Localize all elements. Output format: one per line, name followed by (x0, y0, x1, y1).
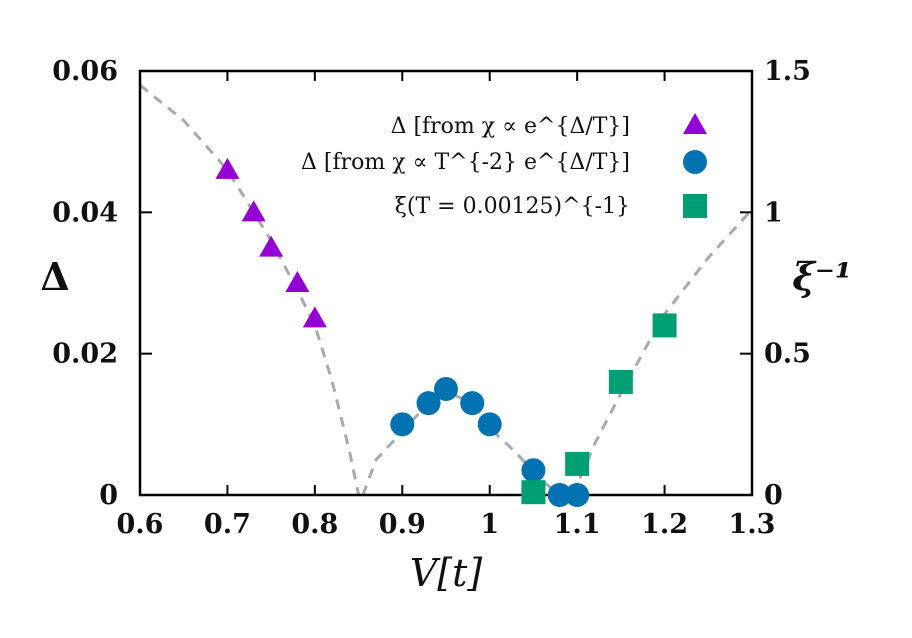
x-tick-label: 0.6 (117, 509, 164, 540)
circle-point (477, 412, 502, 437)
legend-marker-square (683, 194, 707, 218)
circle-point (434, 377, 458, 401)
fit-curves (139, 83, 754, 497)
legend-marker-triangle (683, 113, 707, 134)
y-left-tick-label: 0.06 (52, 56, 118, 87)
circle-point (416, 391, 441, 416)
square-point (608, 369, 633, 394)
data-points (215, 157, 677, 507)
legend-marker-circle (683, 150, 707, 174)
fit-curve-0 (139, 83, 361, 496)
x-tick-label: 0.7 (204, 509, 251, 540)
x-tick-label: 1.1 (554, 509, 601, 540)
triangle-point (241, 200, 266, 222)
y-right-axis-title: ξ⁻¹ (792, 254, 851, 299)
triangle-point (285, 271, 310, 292)
fit-curve-2 (571, 208, 754, 496)
y-left-tick-label: 0 (99, 480, 118, 511)
x-tick-label: 1.3 (729, 509, 776, 540)
x-tick-label: 0.9 (379, 509, 426, 540)
plot-frame (138, 69, 754, 497)
y-right-tick-label: 1 (764, 197, 783, 228)
circle-point (521, 458, 546, 483)
circle-point (565, 483, 590, 507)
legend-label-circle: Δ [from χ ∝ T^{-2} e^{Δ/T}] (301, 150, 630, 175)
square-point (565, 451, 590, 476)
y-left-tick-label: 0.02 (52, 339, 118, 370)
legend: Δ [from χ ∝ e^{Δ/T}] Δ [from χ ∝ T^{-2} … (301, 113, 707, 219)
legend-label-square: ξ(T = 0.00125)^{-1} (395, 194, 630, 219)
y-right-tick-label: 1.5 (764, 56, 811, 87)
triangle-point (259, 235, 284, 257)
x-tick-label: 0.8 (291, 509, 338, 540)
x-axis-title: V[t] (410, 551, 483, 595)
triangle-point (215, 157, 240, 179)
square-point (521, 480, 546, 505)
y-right-tick-label: 0.5 (764, 339, 811, 370)
circle-point (460, 391, 485, 416)
legend-label-triangle: Δ [from χ ∝ e^{Δ/T}] (391, 114, 630, 139)
circle-point (547, 483, 572, 507)
x-tick-label: 1.2 (641, 509, 688, 540)
y-left-axis-title: Δ (40, 254, 69, 299)
y-left-tick-label: 0.04 (52, 197, 118, 228)
legend-markers (683, 113, 707, 218)
circle-point (390, 412, 415, 437)
x-tick-label: 1 (480, 509, 499, 540)
square-point (652, 313, 677, 338)
triangle-point (302, 306, 327, 328)
y-right-tick-label: 0 (764, 480, 783, 511)
